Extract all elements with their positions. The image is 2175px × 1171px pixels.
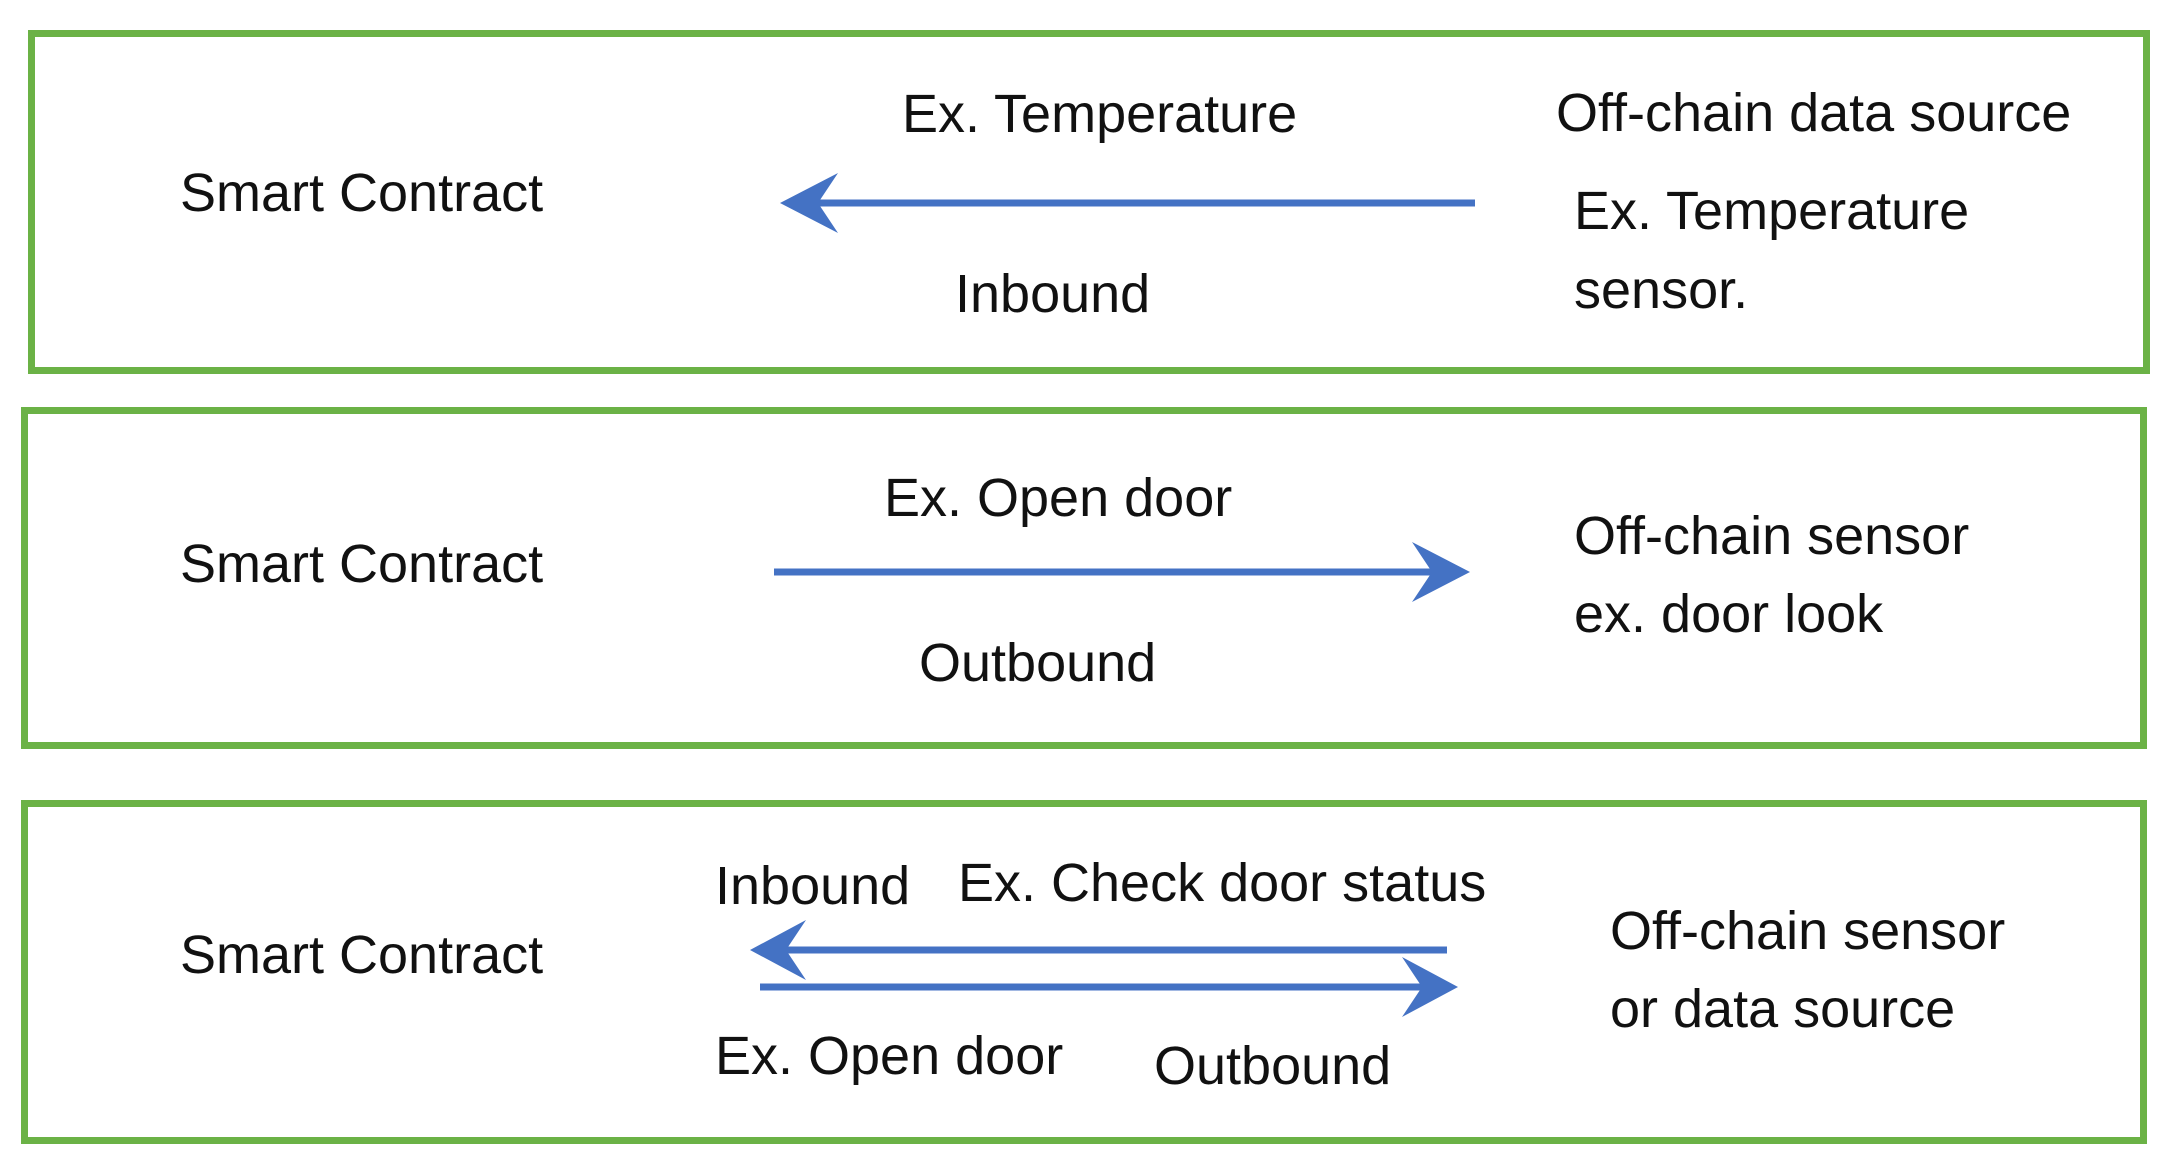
data-source-title: Off-chain data source: [1556, 83, 2072, 143]
outbound-panel: [21, 407, 2147, 749]
sensor-source-title: Off-chain sensor: [1610, 901, 2006, 961]
sensor-title: Off-chain sensor: [1574, 506, 1970, 566]
smart-contract-label: Smart Contract: [180, 163, 544, 223]
inbound-label: Inbound: [955, 264, 1151, 324]
arrow-example-label: Ex. Temperature: [902, 84, 1298, 144]
smart-contract-label: Smart Contract: [180, 925, 544, 985]
outbound-example-label: Ex. Open door: [715, 1026, 1064, 1086]
outbound-label: Outbound: [1154, 1036, 1392, 1096]
sensor-source-subtitle: or data source: [1610, 979, 1956, 1039]
smart-contract-label: Smart Contract: [180, 534, 544, 594]
arrow-example-label: Ex. Open door: [884, 468, 1233, 528]
outbound-label: Outbound: [919, 633, 1157, 693]
inbound-example-label: Ex. Check door status: [958, 853, 1487, 913]
data-source-example: Ex. Temperature: [1574, 181, 1970, 241]
sensor-example: ex. door look: [1574, 584, 1884, 644]
data-source-example-cont: sensor.: [1574, 260, 1749, 320]
inbound-label: Inbound: [715, 856, 911, 916]
bidirectional-panel: [21, 800, 2147, 1144]
